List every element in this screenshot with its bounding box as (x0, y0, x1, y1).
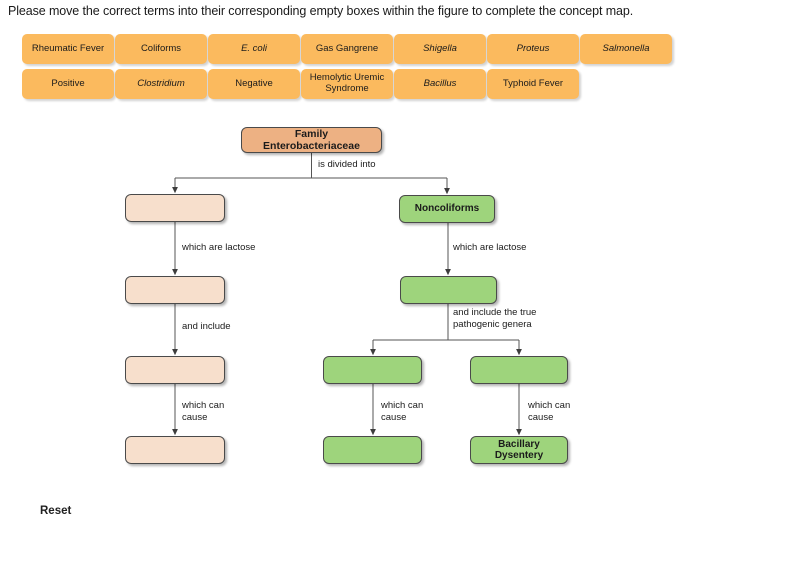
concept-node-right-4[interactable]: Bacillary Dysentery (470, 436, 568, 464)
term-tile[interactable]: E. coli (208, 34, 300, 64)
edge-label: and include the true pathogenic genera (453, 307, 537, 330)
edge-label: which can cause (182, 400, 225, 423)
edge-label: and include (182, 321, 231, 332)
term-tile[interactable]: Rheumatic Fever (22, 34, 114, 64)
term-tile[interactable]: Positive (22, 69, 114, 99)
term-tile[interactable]: Shigella (394, 34, 486, 64)
term-tile[interactable]: Coliforms (115, 34, 207, 64)
term-tile[interactable]: Negative (208, 69, 300, 99)
term-tile[interactable]: Bacillus (394, 69, 486, 99)
edge-label: which are lactose (453, 242, 527, 253)
drop-target-left-2[interactable] (125, 276, 225, 304)
concept-node-right-1[interactable]: Noncoliforms (399, 195, 495, 223)
term-tile[interactable]: Proteus (487, 34, 579, 64)
edge-label: which can cause (381, 400, 424, 423)
drop-target-mid-4[interactable] (323, 436, 422, 464)
drop-target-left-4[interactable] (125, 436, 225, 464)
drop-target-left-3[interactable] (125, 356, 225, 384)
term-tile[interactable]: Hemolytic Uremic Syndrome (301, 69, 393, 99)
drop-target-right-3[interactable] (470, 356, 568, 384)
edge-label: is divided into (318, 159, 376, 170)
drop-target-mid-3[interactable] (323, 356, 422, 384)
reset-button[interactable]: Reset (40, 505, 72, 517)
drop-target-left-1[interactable] (125, 194, 225, 222)
term-tile[interactable]: Salmonella (580, 34, 672, 64)
instruction-text: Please move the correct terms into their… (8, 4, 634, 18)
edge-label: which can cause (528, 400, 571, 423)
term-tile[interactable]: Clostridium (115, 69, 207, 99)
term-tile[interactable]: Typhoid Fever (487, 69, 579, 99)
drop-target-right-2[interactable] (400, 276, 497, 304)
term-tile[interactable]: Gas Gangrene (301, 34, 393, 64)
edge-label: which are lactose (182, 242, 256, 253)
concept-node-root[interactable]: Family Enterobacteriaceae (241, 127, 382, 153)
